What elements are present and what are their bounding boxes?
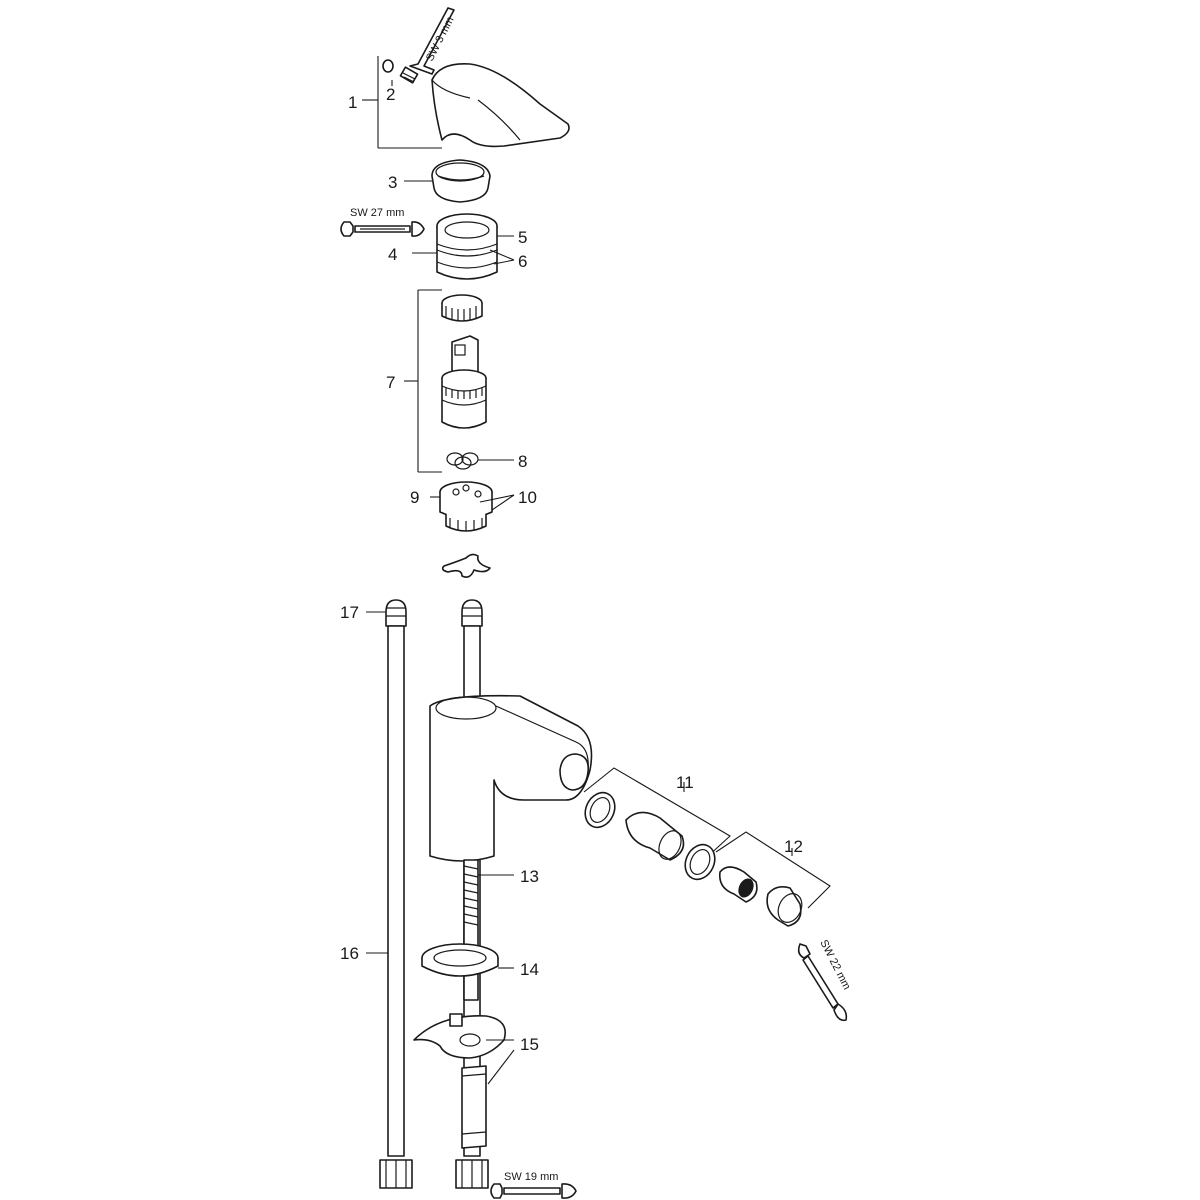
callout-3: 3	[388, 173, 397, 192]
callout-10: 10	[518, 488, 537, 507]
callout-15: 15	[520, 1035, 539, 1054]
callout-4: 4	[388, 245, 397, 264]
callout-5: 5	[518, 228, 527, 247]
callout-1: 1	[348, 93, 357, 112]
fixing-plate	[413, 1013, 515, 1149]
aerator-assembly	[583, 767, 831, 927]
open-end-wrench-icon	[797, 943, 848, 1022]
callout-8: 8	[518, 452, 527, 471]
supply-hose-left	[366, 599, 413, 1189]
callout-14: 14	[520, 960, 539, 979]
cartridge-nut	[412, 213, 515, 280]
callout-13: 13	[520, 867, 539, 886]
callout-9: 9	[410, 488, 419, 507]
callout-2: 2	[386, 85, 395, 104]
callout-6: 6	[518, 252, 527, 271]
cartridge-assembly	[404, 289, 514, 473]
open-end-wrench-icon	[490, 1183, 577, 1199]
tool-labels: SW 3 mm SW 27 mm SW 22 mm SW 19 mm	[350, 15, 853, 1183]
callout-labels: 1 2 3 4 5 6 7 8 9 10 11 12 13 14 15 16 1…	[340, 85, 803, 1054]
threaded-rod	[463, 859, 514, 1001]
callout-17: 17	[340, 603, 359, 622]
callout-11: 11	[676, 773, 694, 792]
handle-assembly	[362, 7, 570, 149]
wrench-19-size-label: SW 19 mm	[504, 1171, 558, 1183]
gasket-washer	[421, 943, 514, 977]
callout-12: 12	[784, 837, 803, 856]
hex-key-icon	[409, 7, 455, 75]
callout-16: 16	[340, 944, 359, 963]
callout-7: 7	[386, 373, 395, 392]
open-end-wrench-icon	[340, 221, 425, 237]
cover-cap	[404, 159, 491, 203]
mixer-body	[429, 694, 593, 862]
wrench-27-size-label: SW 27 mm	[350, 207, 404, 219]
valve-body-insert	[430, 481, 515, 578]
